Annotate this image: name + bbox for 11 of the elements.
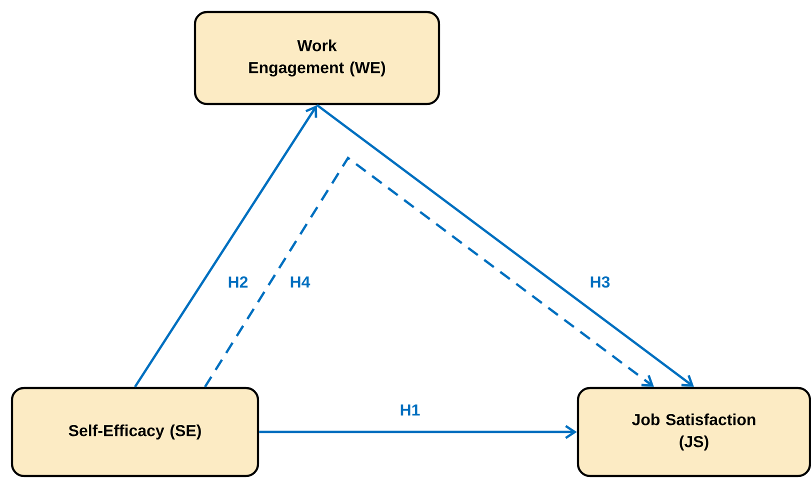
arrow [204, 156, 654, 388]
edge-label: H4 [290, 276, 310, 288]
concept-box: Work Engagement (WE) [194, 10, 440, 106]
arrow [134, 105, 318, 388]
edge-label: H1 [400, 404, 420, 416]
edge-label: H2 [228, 276, 248, 288]
edge-label: H3 [590, 276, 610, 288]
arrow [259, 424, 577, 439]
arrow [316, 104, 694, 387]
concept-box: Self-Efficacy (SE) [10, 386, 260, 478]
concept-box: Job Satisfaction (JS) [576, 386, 811, 478]
